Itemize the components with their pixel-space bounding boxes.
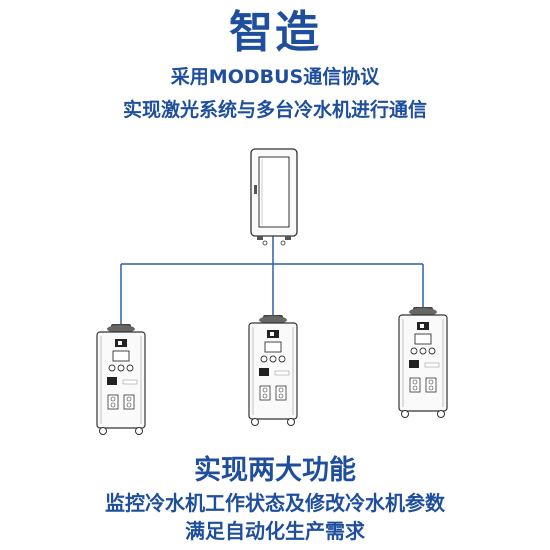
features-heading: 实现两大功能 <box>194 455 356 486</box>
connection-lines <box>120 236 424 327</box>
chiller-middle-icon <box>248 314 298 427</box>
feature-monitoring: 监控冷水机工作状态及修改冷水机参数 <box>105 491 445 515</box>
chiller-right-icon <box>398 306 448 419</box>
chiller-left-icon <box>96 323 146 436</box>
page-title: 智造 <box>229 7 321 58</box>
laser-cabinet-icon <box>250 148 298 246</box>
feature-automation: 满足自动化生产需求 <box>185 519 365 543</box>
subtitle-protocol: 采用MODBUS通信协议 <box>170 66 380 88</box>
subtitle-communication: 实现激光系统与多台冷水机进行通信 <box>122 99 427 121</box>
